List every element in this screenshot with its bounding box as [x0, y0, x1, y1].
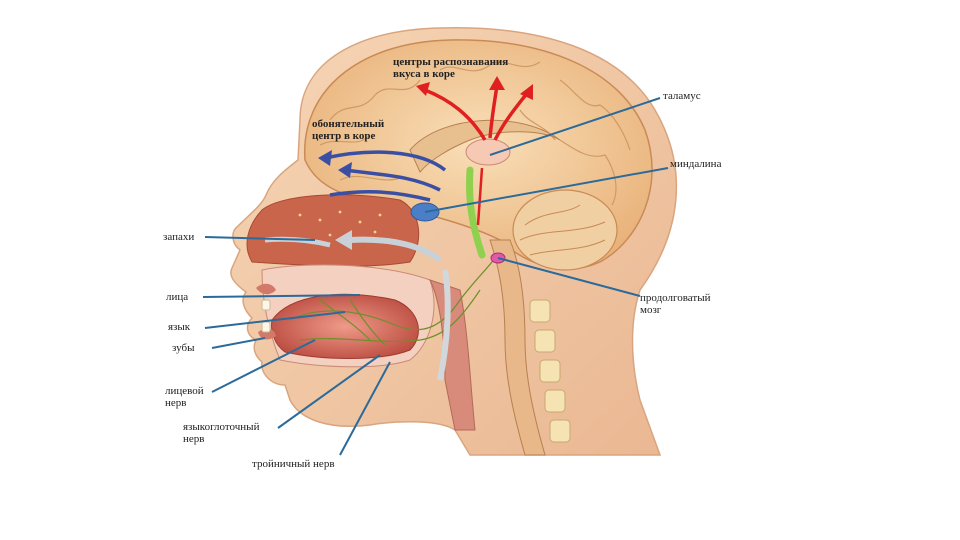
- label-amygdala: миндалина: [670, 158, 721, 170]
- label-medulla: продолговатый мозг: [640, 292, 710, 316]
- label-tongue: язык: [168, 321, 190, 333]
- label-smells: запахи: [163, 231, 194, 243]
- label-face: лица: [166, 291, 188, 303]
- thalamus-structure: [466, 139, 510, 165]
- label-thalamus: таламус: [663, 90, 701, 102]
- label-teeth: зубы: [172, 342, 194, 354]
- label-facial-nerve: лицевой нерв: [165, 385, 204, 409]
- nasal-cavity: [247, 195, 419, 267]
- label-olfactory-center: обонятельный центр в коре: [312, 118, 384, 142]
- label-taste-centers: центры распознавания вкуса в коре: [393, 56, 508, 80]
- label-glossopharyngeal-nerve: языкоглоточный нерв: [183, 421, 259, 445]
- tongue-structure: [272, 294, 419, 358]
- cerebellum: [513, 190, 617, 270]
- label-trigeminal-nerve: тройничный нерв: [252, 458, 335, 470]
